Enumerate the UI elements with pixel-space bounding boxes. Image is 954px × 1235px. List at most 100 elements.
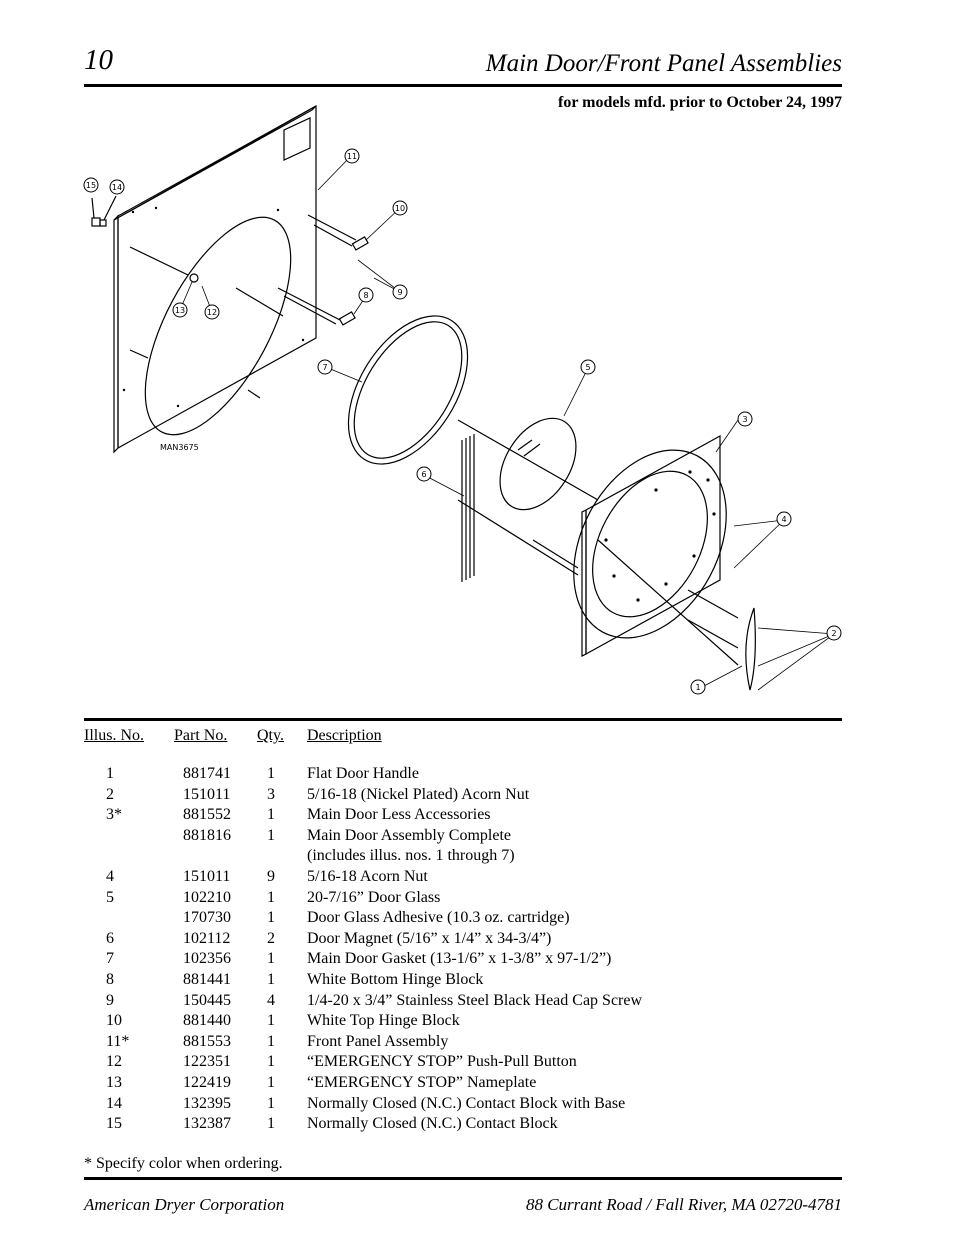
cell-part-no: 881441	[183, 970, 231, 988]
table-spacer	[84, 745, 842, 764]
cell-description: Main Door Gasket (13-1/6” x 1-3/8” x 97-…	[307, 950, 612, 968]
cell-illus-no: 15	[106, 1115, 122, 1133]
door-magnets-drawing	[461, 434, 475, 582]
cell-description: White Top Hinge Block	[307, 1012, 460, 1030]
callout-15: 15	[83, 177, 99, 193]
callout-5: 5	[580, 359, 596, 375]
cell-description: Main Door Assembly Complete	[307, 826, 511, 844]
contact-blocks-drawing	[91, 195, 117, 227]
models-subtitle: for models mfd. prior to October 24, 199…	[558, 94, 842, 111]
svg-text:12: 12	[207, 308, 217, 317]
callout-14: 14	[109, 179, 125, 195]
svg-text:13: 13	[175, 306, 185, 315]
callout-10: 10	[392, 200, 408, 216]
cell-illus-no: 6	[106, 929, 114, 947]
door-glass-drawing	[499, 417, 577, 511]
col-qty: Qty.	[257, 727, 284, 744]
drawing-id: MAN3675	[160, 443, 199, 452]
page-number: 10	[84, 44, 113, 76]
callout-8: 8	[358, 287, 374, 303]
svg-text:14: 14	[112, 183, 122, 192]
cell-part-no: 150445	[183, 991, 231, 1009]
cell-description: 20-7/16” Door Glass	[307, 888, 441, 906]
svg-text:4: 4	[781, 515, 786, 524]
header-rule	[84, 84, 842, 87]
table-row: (includes illus. nos. 1 through 7)	[84, 846, 842, 867]
cell-qty: 3	[267, 785, 275, 803]
cell-part-no: 881552	[183, 806, 231, 824]
cell-part-no: 151011	[183, 867, 231, 885]
company-address: 88 Currant Road / Fall River, MA 02720-4…	[525, 1195, 842, 1214]
cell-description: “EMERGENCY STOP” Push-Pull Button	[307, 1053, 577, 1071]
cell-illus-no: 14	[106, 1094, 122, 1112]
table-row: 7 102356 1 Main Door Gasket (13-1/6” x 1-3/…	[84, 949, 842, 970]
main-door-drawing	[573, 434, 727, 657]
cell-qty: 1	[267, 950, 275, 968]
cell-part-no: 881553	[183, 1032, 231, 1050]
svg-text:5: 5	[585, 363, 590, 372]
cell-illus-no	[84, 826, 174, 847]
cell-illus-no: 11*	[106, 1032, 130, 1050]
cell-description: “EMERGENCY STOP” Nameplate	[307, 1073, 537, 1091]
svg-text:3: 3	[742, 415, 747, 424]
callout-12: 12	[204, 304, 220, 320]
cell-illus-no: 1	[106, 765, 114, 782]
cell-part-no: 170730	[183, 909, 231, 927]
cell-qty: 1	[267, 888, 275, 906]
cell-qty: 1	[267, 909, 275, 927]
cell-description: White Bottom Hinge Block	[307, 970, 484, 988]
cell-description: Flat Door Handle	[307, 765, 419, 782]
cell-qty: 4	[267, 991, 275, 1009]
callout-4: 4	[776, 511, 792, 527]
front-panel-drawing	[113, 104, 317, 454]
cell-description: Front Panel Assembly	[307, 1032, 449, 1050]
cell-description: 5/16-18 Acorn Nut	[307, 867, 428, 885]
svg-text:9: 9	[397, 288, 402, 297]
svg-text:1: 1	[695, 683, 700, 692]
cell-qty: 1	[267, 765, 275, 782]
cell-qty: 1	[267, 1053, 275, 1071]
callout-1: 1	[690, 679, 706, 695]
cell-illus-no: 2	[106, 785, 114, 803]
cell-qty: 1	[267, 1073, 275, 1091]
cell-description: (includes illus. nos. 1 through 7)	[307, 847, 515, 865]
svg-text:7: 7	[322, 363, 327, 372]
cell-part-no: 102112	[183, 929, 231, 947]
col-part-no: Part No.	[174, 727, 228, 744]
callout-7: 7	[317, 359, 333, 375]
callout-2: 2	[826, 625, 842, 641]
door-gasket-drawing	[347, 315, 469, 465]
cell-part-no: 102356	[183, 950, 231, 968]
svg-text:6: 6	[421, 470, 426, 479]
cell-part-no: 122419	[183, 1073, 231, 1091]
cell-qty: 1	[267, 1094, 275, 1112]
cell-part-no: 132395	[183, 1094, 231, 1112]
cell-illus-no	[84, 908, 174, 929]
cell-illus-no: 9	[106, 991, 114, 1009]
cell-part-no: 151011	[183, 785, 231, 803]
table-row: 11* 881553 1 Front Panel Assembly	[84, 1032, 842, 1053]
cell-qty: 1	[267, 1032, 275, 1050]
cell-illus-no: 12	[106, 1053, 122, 1071]
cell-illus-no: 10	[106, 1012, 122, 1030]
table-rule	[84, 718, 842, 721]
footer-rule	[84, 1177, 842, 1180]
callout-9: 9	[392, 284, 408, 300]
cell-illus-no: 7	[106, 950, 114, 968]
callout-11: 11	[344, 148, 360, 164]
svg-text:10: 10	[395, 204, 405, 213]
callout-6: 6	[416, 466, 432, 482]
cell-qty: 1	[267, 826, 275, 844]
